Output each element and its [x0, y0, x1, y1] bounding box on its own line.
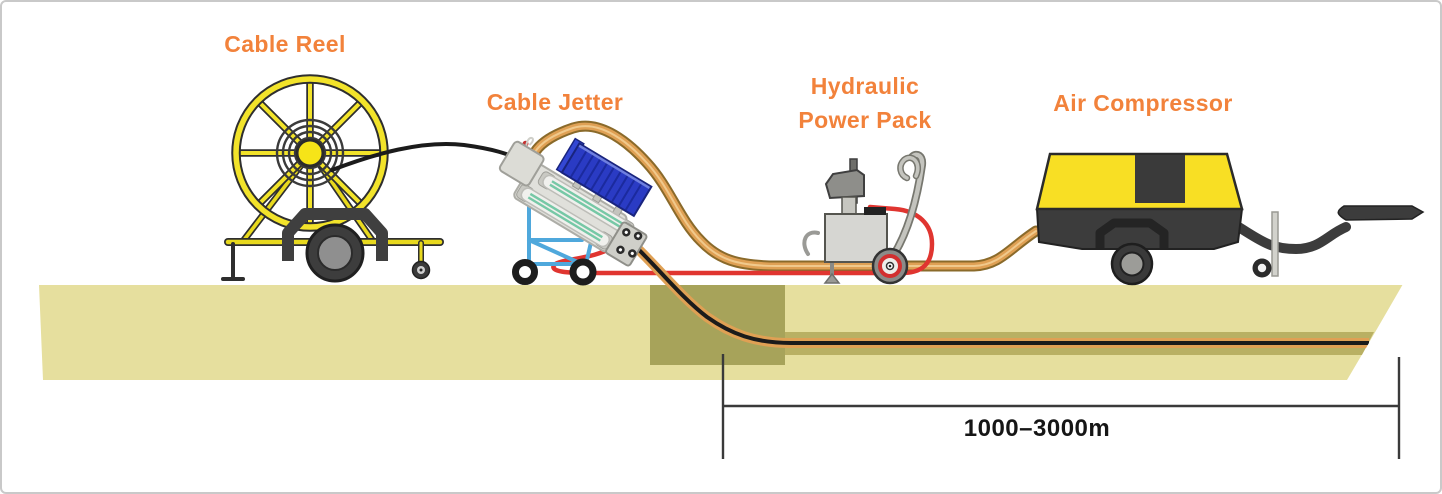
- compressor-fender: [1095, 218, 1169, 248]
- underground-duct: [631, 242, 1369, 348]
- labels: Cable Reel Cable Jetter Hydraulic Power …: [224, 31, 1232, 133]
- power-pack-label-line1: Hydraulic: [811, 73, 919, 99]
- hydraulic-power-pack-graphic: [802, 150, 927, 285]
- ground: [39, 285, 1403, 380]
- compressor-post: [1271, 211, 1279, 277]
- power-pack-label-line2: Power Pack: [798, 107, 931, 133]
- cable-reel-label: Cable Reel: [224, 31, 346, 57]
- compressor-vent-panel: [1135, 155, 1185, 203]
- jetter-wheel-left: [512, 259, 538, 285]
- tow-bar: [1232, 221, 1351, 255]
- jetter-motor-block: [555, 137, 653, 218]
- jetter-duct-flange: [605, 221, 648, 267]
- control-box: [864, 207, 886, 215]
- blown-cable-in-duct: [633, 244, 1369, 345]
- jetter-cable-entry: [498, 136, 545, 187]
- air-compressor-graphic: [1035, 152, 1425, 286]
- fender: [282, 208, 388, 261]
- tow-handle: [1337, 205, 1425, 221]
- compressor-chassis: [1035, 208, 1244, 250]
- distance-label: 1000–3000m: [964, 415, 1110, 442]
- fiber-cable: [330, 142, 523, 172]
- cable-reel-graphic: [221, 74, 444, 283]
- engine-block: [824, 168, 865, 200]
- powerpack-wheel: [871, 247, 909, 285]
- hydraulic-hose: [551, 204, 935, 276]
- cable-jetter-label: Cable Jetter: [487, 89, 623, 115]
- powerpack-handle: [889, 150, 927, 260]
- coiled-cable: [275, 118, 345, 188]
- dimension-line: [721, 354, 1401, 459]
- jetter-wheel-right: [569, 258, 597, 286]
- cable-jetter-graphic: [498, 136, 653, 286]
- hose-hook: [802, 230, 820, 256]
- jetter-machine: [498, 136, 653, 267]
- powerpack-body: [824, 213, 888, 263]
- reel-hub: [295, 138, 325, 168]
- ground-cut: [1347, 284, 1440, 381]
- air-hose: [529, 120, 1042, 272]
- air-compressor-label: Air Compressor: [1053, 90, 1232, 116]
